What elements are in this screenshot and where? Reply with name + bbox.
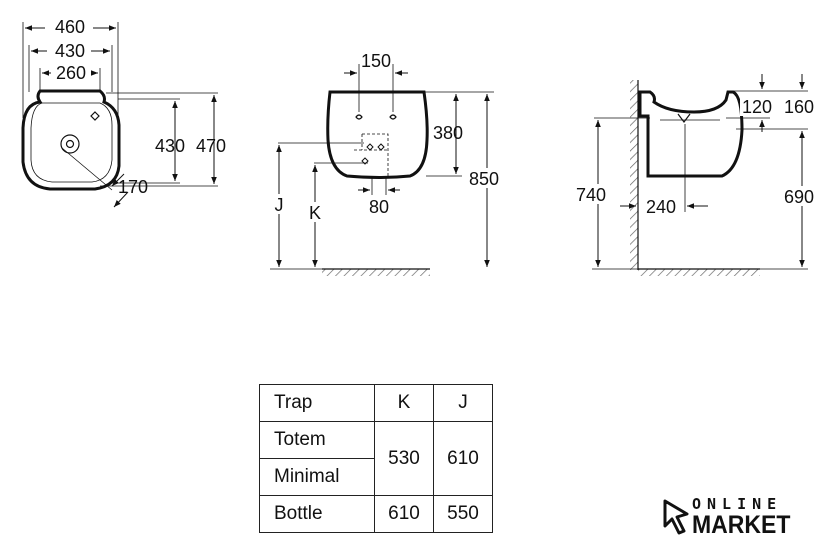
table-cell-k-merged: 530 [374, 421, 434, 496]
table-cell-j-merged: 610 [433, 421, 493, 496]
top-view-basin-outline [21, 89, 121, 191]
dim-240: 240 [646, 197, 676, 217]
table-cell-trap: Bottle [259, 495, 375, 533]
side-view-floor-hatch [638, 269, 760, 276]
table-header-k: K [374, 384, 434, 422]
dim-170: 170 [118, 177, 148, 197]
table-header-row: Trap K J [259, 384, 493, 422]
top-view-bowl-inner [30, 102, 113, 183]
cursor-arrow-icon [663, 499, 689, 535]
table-cell-trap: Minimal [259, 458, 375, 496]
logo-text-market: MARKET [692, 511, 791, 539]
front-view-floor-hatch [322, 269, 430, 276]
table-row: Minimal [259, 458, 493, 496]
dim-850: 850 [469, 169, 499, 189]
front-view-fixing-hole-left [355, 114, 363, 120]
dim-120: 120 [742, 97, 772, 117]
front-view-labels: 150 380 850 80 J K [270, 51, 506, 223]
dim-k: K [309, 203, 321, 223]
dim-430-width: 430 [55, 41, 85, 61]
dim-80: 80 [369, 197, 389, 217]
table-row: Totem 530 610 [259, 421, 493, 496]
table-cell-j: 550 [433, 495, 493, 533]
dim-470: 470 [196, 136, 226, 156]
dim-150: 150 [361, 51, 391, 71]
side-view-wall-hatch [630, 80, 638, 270]
front-view-fixing-hole-right [389, 114, 397, 120]
dim-line-170 [111, 173, 125, 187]
dim-j: J [275, 195, 284, 215]
table-cell-trap: Totem [259, 421, 375, 459]
trap-height-table: Trap K J Totem 530 610 Minimal Bottle 61… [259, 384, 493, 533]
dim-740: 740 [576, 185, 606, 205]
dim-260: 260 [56, 63, 86, 83]
top-view-drain-inner [65, 139, 75, 149]
table-header-trap: Trap [259, 384, 375, 422]
logo-text-online: ONLINE [692, 495, 783, 513]
dim-line-170-b [113, 191, 129, 208]
dim-380: 380 [433, 123, 463, 143]
front-view-hidden-trap [354, 133, 389, 178]
top-view-tap-hole [90, 111, 100, 121]
dim-460: 460 [55, 17, 85, 37]
table-row: Bottle 610 550 [259, 495, 493, 533]
front-view-basin-outline [326, 90, 429, 179]
top-view-labels: 460 430 260 430 470 170 [45, 17, 226, 197]
top-view [21, 22, 218, 208]
top-view-extension-lines [22, 22, 218, 191]
dim-430-depth: 430 [155, 136, 185, 156]
table-cell-k: 610 [374, 495, 434, 533]
online-market-logo: ONLINE MARKET [662, 494, 802, 544]
dim-690: 690 [784, 187, 814, 207]
top-view-drain-outer [60, 134, 80, 154]
table-header-j: J [433, 384, 493, 422]
side-view-basin-profile [638, 90, 744, 178]
dim-160: 160 [784, 97, 814, 117]
side-view-labels: 120 160 740 240 690 [574, 96, 824, 217]
front-view [270, 64, 494, 276]
